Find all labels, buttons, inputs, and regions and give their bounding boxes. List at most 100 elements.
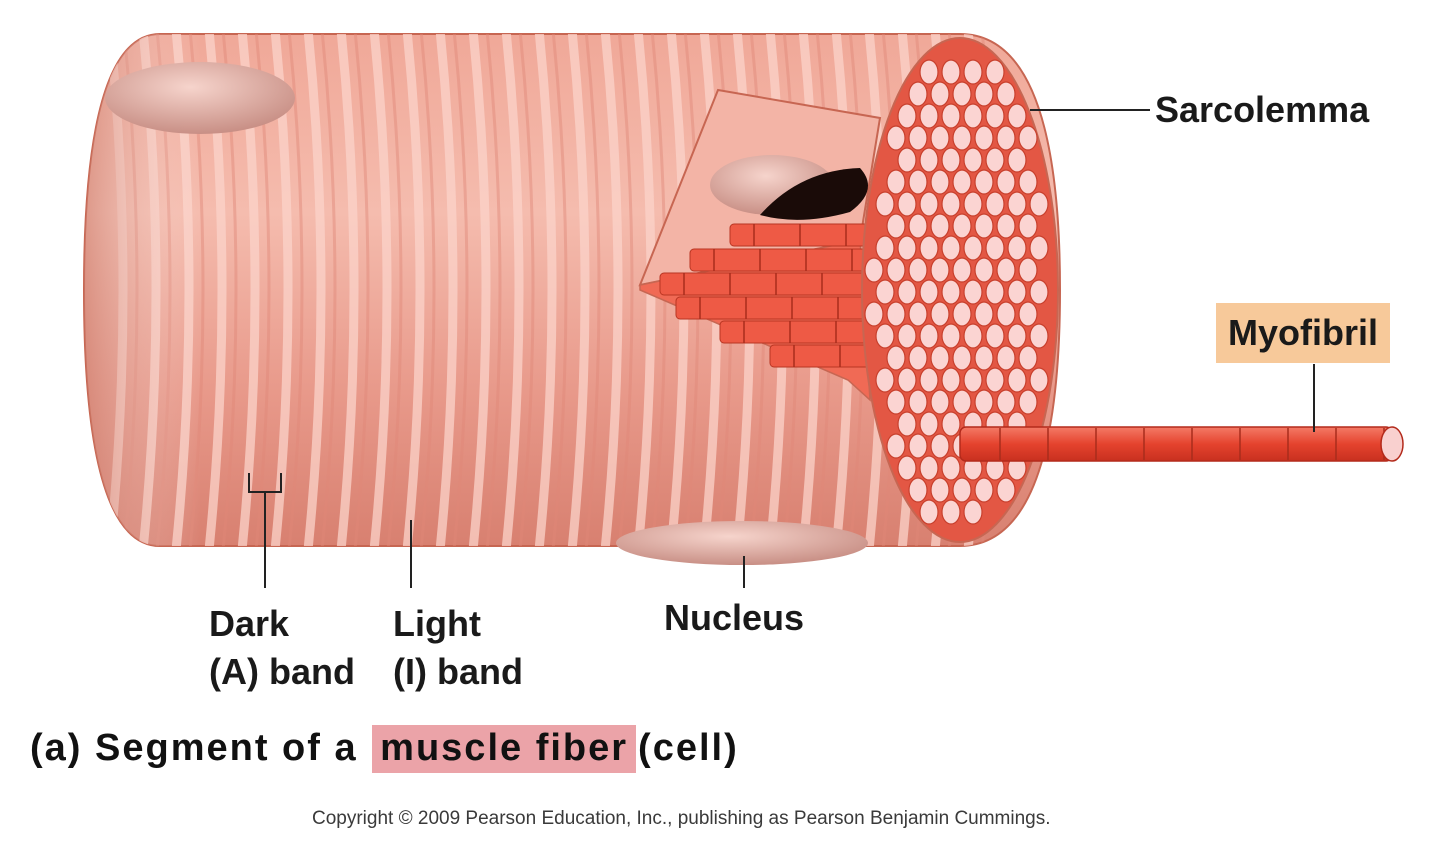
myofibril-end (985, 147, 1005, 173)
myofibril-end (908, 477, 928, 503)
myofibril-end (1018, 301, 1038, 327)
myofibril-end (897, 103, 917, 129)
myofibril-end (919, 147, 939, 173)
myofibril-end (952, 257, 972, 283)
copyright-notice: Copyright © 2009 Pearson Education, Inc.… (312, 808, 1051, 829)
myofibril-end (941, 499, 961, 525)
myofibril-ends (864, 59, 1049, 525)
myofibril-end (897, 147, 917, 173)
myofibril-end (952, 477, 972, 503)
caption-suffix: (cell) (638, 727, 739, 769)
myofibril-end (930, 389, 950, 415)
myofibril-end (974, 389, 994, 415)
myofibril-end (996, 81, 1016, 107)
myofibril-end (996, 301, 1016, 327)
exposed-myofibril (659, 272, 873, 296)
myofibril-end (996, 345, 1016, 371)
myofibril-end (941, 103, 961, 129)
myofibril-end (941, 191, 961, 217)
nucleus-top (105, 62, 295, 134)
myofibril-end (1007, 279, 1027, 305)
myofibril-end (908, 301, 928, 327)
myofibril-end (1018, 169, 1038, 195)
myofibril-end (1018, 125, 1038, 151)
exposed-myofibril (729, 223, 873, 247)
myofibril-end (897, 191, 917, 217)
myofibril-end (908, 81, 928, 107)
caption-highlight: muscle fiber (372, 725, 637, 773)
myofibril-end (985, 235, 1005, 261)
myofibril-end (919, 367, 939, 393)
myofibril-end (974, 125, 994, 151)
myofibril-end (996, 389, 1016, 415)
nucleus-hole (760, 168, 868, 220)
myofibril-end (974, 81, 994, 107)
myofibril-end (941, 235, 961, 261)
light-band-label: Light (I) band (393, 600, 523, 696)
myofibril-end (875, 191, 895, 217)
myofibril-end (919, 411, 939, 437)
myofibril-end (875, 279, 895, 305)
myofibril-end (908, 257, 928, 283)
myofibril-end (897, 455, 917, 481)
caption-prefix: (a) Segment of a (30, 727, 358, 769)
myofibril-end (963, 367, 983, 393)
exposed-myofibril (769, 344, 873, 368)
myofibril-end (996, 169, 1016, 195)
myofibril-end (930, 301, 950, 327)
myofibril-end (919, 235, 939, 261)
exposed-myofibrils (659, 223, 873, 368)
myofibril-end (930, 477, 950, 503)
myofibril-end (930, 433, 950, 459)
myofibril-end (963, 279, 983, 305)
myofibril-end (908, 389, 928, 415)
myofibril-end (996, 477, 1016, 503)
myofibril-end (963, 147, 983, 173)
dark-band-label-line2: (A) band (209, 651, 355, 692)
myofibril-end (952, 345, 972, 371)
myofibril-end (919, 499, 939, 525)
myofibril-end (1007, 103, 1027, 129)
myofibril-end (919, 103, 939, 129)
sarcolemma-label: Sarcolemma (1155, 89, 1370, 130)
myofibril-end (996, 213, 1016, 239)
myofibril-end (908, 169, 928, 195)
myofibril-end (919, 323, 939, 349)
myofibril-end (886, 345, 906, 371)
myofibril-end (886, 389, 906, 415)
myofibril-end (963, 235, 983, 261)
cross-section (861, 37, 1059, 543)
myofibril-end (930, 257, 950, 283)
nucleus-label: Nucleus (664, 597, 805, 638)
myofibril-end (908, 433, 928, 459)
myofibril-end (1018, 345, 1038, 371)
nucleus-bottom (616, 521, 868, 565)
myofibril-end (996, 257, 1016, 283)
myofibril-end (897, 367, 917, 393)
myofibril-end (1029, 367, 1049, 393)
myofibril-end (897, 279, 917, 305)
myofibril-end (1018, 213, 1038, 239)
myofibril-end (974, 345, 994, 371)
figure-caption: (a) Segment of a muscle fiber(cell) (30, 718, 739, 778)
myofibril-end (952, 213, 972, 239)
myofibril-end (886, 169, 906, 195)
myofibril-rod (959, 426, 1404, 462)
myofibril-end (908, 125, 928, 151)
myofibril-end (1018, 257, 1038, 283)
light-band-label-line1: Light (393, 603, 481, 644)
myofibril-end (886, 433, 906, 459)
myofibril-end (963, 499, 983, 525)
myofibril-end (930, 81, 950, 107)
myofibril-end (1007, 235, 1027, 261)
myofibril-end (1007, 191, 1027, 217)
myofibril-end (974, 213, 994, 239)
myofibril-end (908, 345, 928, 371)
myofibril-end (941, 323, 961, 349)
myofibril-end (941, 279, 961, 305)
myofibril-label: Myofibril (1216, 303, 1390, 363)
myofibril-end (952, 389, 972, 415)
myofibril-end (875, 235, 895, 261)
